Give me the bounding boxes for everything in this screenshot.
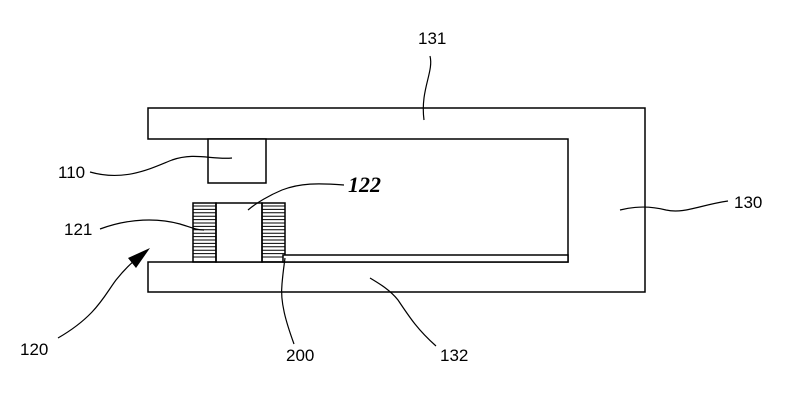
arrow-120 [57,255,141,339]
label-132: 132 [440,346,468,365]
label-110: 110 [58,163,85,182]
leader-121 [99,219,205,231]
label-120: 120 [20,340,48,359]
label-121: 121 [64,220,92,239]
frame-130 [147,107,646,293]
leader-130 [619,200,729,212]
label-131: 131 [418,29,446,48]
leader-131 [422,55,432,121]
component-122 [215,202,263,263]
label-130: 130 [734,193,762,212]
label-122: 122 [348,172,381,197]
leader-200 [281,257,295,345]
component-110 [207,138,267,184]
coil-121-left [192,202,217,263]
leader-110 [89,155,233,176]
leader-122 [247,183,345,211]
leader-132 [369,277,437,347]
plate-200 [282,254,569,263]
label-200: 200 [286,346,314,365]
arrow-120-head [128,248,150,268]
coil-121-right [261,202,286,263]
